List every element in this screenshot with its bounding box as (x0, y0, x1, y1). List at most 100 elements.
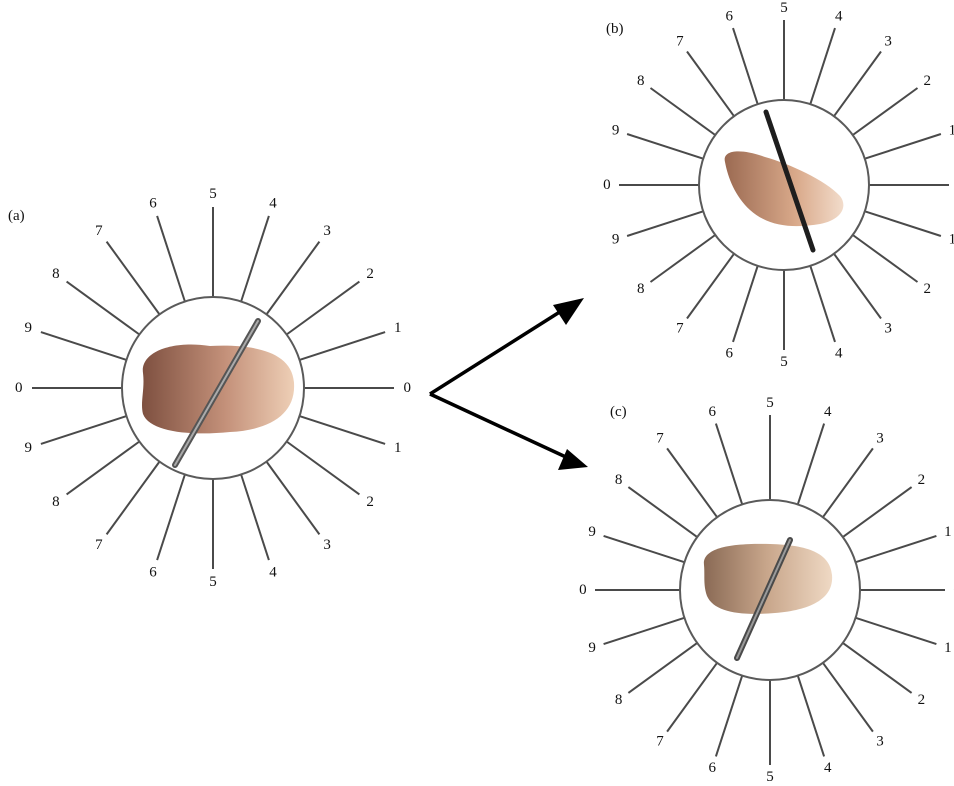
panel-b-spoke-bottom-1 (651, 235, 716, 282)
panel-a-spoke-top-7 (267, 242, 320, 315)
panel-c-label-bottom-7: 2 (918, 692, 926, 708)
panel-b-spoke-top-2 (651, 88, 716, 135)
panel-c-label-bottom-8: 1 (944, 640, 952, 656)
panel-b-label-bottom-5: 4 (835, 345, 843, 361)
panel-b-label-bottom-0: 9 (612, 232, 620, 248)
panel-b-label-bottom-3: 6 (726, 345, 734, 361)
panel-b-label-bottom-2: 7 (676, 320, 684, 336)
panel-c-label-top-8: 2 (918, 472, 926, 488)
panel-b-spoke-bottom-0 (627, 211, 703, 236)
panel-b-label-top-0: 0 (603, 177, 611, 193)
panel-c-label-bottom-2: 7 (656, 733, 664, 749)
panel-c-spoke-top-3 (667, 448, 717, 517)
panel-c-label-bottom-5: 4 (824, 760, 832, 776)
panel-c-spoke-bottom-1 (628, 643, 697, 693)
panel-b-spoke-bottom-8 (865, 211, 941, 236)
panel-b-spoke-top-1 (627, 134, 703, 159)
panel-a-label-bottom-1: 8 (52, 494, 60, 510)
panel-a-label-bottom-4: 5 (209, 574, 217, 590)
panel-a-spoke-bottom-6 (267, 462, 320, 535)
panel-a-spoke-bottom-2 (107, 462, 160, 535)
panel-b-spoke-bottom-7 (853, 235, 918, 282)
panel-b-label-bottom-7: 2 (924, 281, 932, 297)
panel-c-label-top-1: 9 (588, 524, 596, 540)
panel-a-label-top-1: 9 (25, 320, 33, 336)
panel-c-label-top-5: 5 (766, 395, 774, 411)
panel-a-spoke-bottom-3 (157, 475, 185, 561)
panel-a-label-top-2: 8 (52, 266, 60, 282)
panel-a-label-top-10: 0 (403, 380, 411, 396)
panel-b-spoke-bottom-3 (733, 266, 758, 342)
panel-b: (b) 09876543210 987654321 (603, 0, 954, 370)
arrow-to-panel-c (430, 394, 568, 458)
panel-c-spoke-bottom-7 (843, 643, 912, 693)
arrow-to-panel-b (430, 308, 566, 394)
panel-b-label-top-4: 6 (726, 9, 734, 25)
panel-c-label-top-6: 4 (824, 404, 832, 420)
panel-a-label-top-7: 3 (323, 223, 331, 239)
panel-a-label-bottom-7: 2 (366, 494, 374, 510)
panel-a-label-bottom-8: 1 (394, 440, 402, 456)
panel-a-label-top-8: 2 (366, 266, 374, 282)
panel-c-label-bottom-3: 6 (708, 760, 716, 776)
panel-b-label-bottom-8: 1 (949, 232, 954, 248)
panel-a-spoke-top-3 (107, 242, 160, 315)
panel-a-label-top-3: 7 (95, 223, 103, 239)
panel-b-spoke-bottom-6 (834, 254, 881, 319)
panel-a-spoke-bottom-1 (67, 442, 140, 495)
panel-c-label: (c) (610, 404, 627, 420)
panel-c-seed (704, 544, 832, 614)
panel-b-label-bottom-6: 3 (884, 320, 892, 336)
panel-a-label-bottom-0: 9 (25, 440, 33, 456)
panel-c-label-bottom-0: 9 (588, 640, 596, 656)
panel-a-spoke-top-6 (241, 216, 269, 302)
panel-b-label-top-7: 3 (884, 34, 892, 50)
panel-b-spoke-top-4 (733, 28, 758, 104)
arrow-head-to-panel-c (558, 449, 588, 470)
panel-c-label-bottom-4: 5 (766, 769, 774, 785)
panel-a-spoke-bottom-0 (41, 416, 127, 444)
panel-b-spoke-top-3 (687, 52, 734, 117)
panel-a-label: (a) (8, 208, 25, 224)
panel-a-label-bottom-2: 7 (95, 537, 103, 553)
panel-b-label-top-6: 4 (835, 9, 843, 25)
panel-a-label-top-4: 6 (149, 195, 157, 211)
panel-c-spoke-top-9 (856, 536, 937, 562)
panel-b-label-top-8: 2 (924, 73, 932, 89)
panel-c-spoke-bottom-8 (856, 618, 937, 644)
panel-c-spoke-bottom-5 (798, 676, 824, 757)
panel-a-spoke-bottom-8 (300, 416, 386, 444)
panel-b-label-top-2: 8 (637, 73, 645, 89)
panel-c-label-top-0: 0 (579, 582, 587, 598)
panel-b-spoke-top-7 (834, 52, 881, 117)
panel-c-spoke-bottom-3 (716, 676, 742, 757)
panel-a-label-top-5: 5 (209, 186, 217, 202)
panel-c-spoke-top-1 (604, 536, 685, 562)
panel-c-spoke-top-4 (716, 424, 742, 505)
panel-c-label-top-2: 8 (615, 472, 623, 488)
panel-c-label-top-4: 6 (708, 404, 716, 420)
panel-c-label-top-9: 1 (944, 524, 952, 540)
panel-a-label-top-9: 1 (394, 320, 402, 336)
panel-a-label-bottom-6: 3 (323, 537, 331, 553)
panel-b-label-top-1: 9 (612, 122, 620, 138)
panel-a-spoke-bottom-5 (241, 475, 269, 561)
panel-b-spoke-bottom-2 (687, 254, 734, 319)
branch-arrows (430, 298, 588, 470)
panel-b-label-bottom-1: 8 (637, 281, 645, 297)
panel-b-spoke-bottom-5 (810, 266, 835, 342)
panel-a-spoke-top-8 (287, 282, 360, 335)
panel-a-label-bottom-3: 6 (149, 565, 157, 581)
panel-b-spoke-top-8 (853, 88, 918, 135)
panel-a-spoke-top-1 (41, 332, 127, 360)
panel-a-spoke-top-2 (67, 282, 140, 335)
panel-a-label-bottom-5: 4 (269, 565, 277, 581)
panel-c-label-bottom-6: 3 (876, 733, 884, 749)
panel-c-spoke-top-6 (798, 424, 824, 505)
panel-c-spoke-top-8 (843, 487, 912, 537)
panel-c-spoke-bottom-6 (823, 663, 873, 732)
